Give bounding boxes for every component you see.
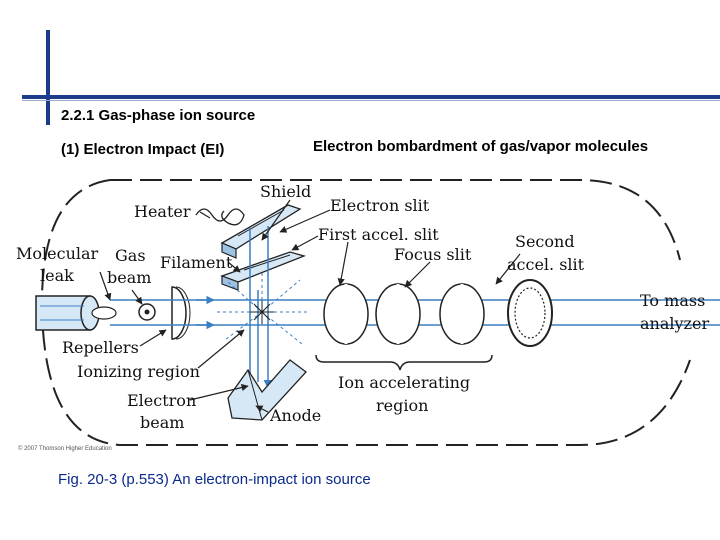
- slide-accent-horizontal: [22, 95, 720, 99]
- ion-beam-arrows: [196, 295, 215, 330]
- figure-caption: Fig. 20-3 (p.553) An electron-impact ion…: [58, 471, 371, 488]
- heater-coil: [195, 208, 245, 226]
- slide-accent-rule: [22, 100, 720, 101]
- label-electron-beam: beam: [140, 413, 184, 432]
- second-accel-ring: [507, 279, 553, 347]
- label-leak: leak: [40, 266, 74, 285]
- ion-accelerating-brace: [315, 354, 493, 371]
- label-beam: beam: [107, 268, 151, 287]
- label-electron-slit: Electron slit: [330, 196, 430, 215]
- label-second: Second: [515, 232, 575, 251]
- label-accel-slit: accel. slit: [507, 255, 585, 274]
- label-gas: Gas: [115, 246, 146, 265]
- focus-plate: [375, 283, 421, 345]
- label-molecular: Molecular: [16, 244, 99, 263]
- slide-subtitle-right: Electron bombardment of gas/vapor molecu…: [313, 138, 649, 155]
- label-first-accel-slit: First accel. slit: [318, 225, 439, 244]
- label-filament: Filament: [160, 253, 233, 272]
- repeller-plate: [171, 286, 187, 340]
- label-ion-accelerating: Ion accelerating: [338, 373, 470, 392]
- slide-accent-vertical: [46, 30, 50, 125]
- first-accel-plate: [323, 283, 369, 345]
- copyright-note: © 2007 Thomson Higher Education: [18, 446, 112, 452]
- label-analyzer: analyzer: [640, 314, 709, 333]
- enclosure-outline: [40, 179, 691, 446]
- anode-trough: [227, 359, 307, 421]
- label-ionizing-region: Ionizing region: [77, 362, 200, 381]
- label-anode: Anode: [269, 406, 321, 425]
- leader-arrows: [99, 199, 521, 413]
- slide-subtitle: (1) Electron Impact (EI): [61, 141, 225, 158]
- label-shield: Shield: [260, 182, 311, 201]
- ionizing-burst-core: [250, 300, 274, 324]
- slide-title: 2.2.1 Gas-phase ion source: [61, 107, 256, 124]
- gas-beam-marker: [138, 303, 156, 321]
- molecular-leak-tube: [35, 295, 117, 331]
- label-heater: Heater: [134, 202, 191, 221]
- third-accel-plate: [439, 283, 485, 345]
- label-repellers: Repellers: [62, 338, 139, 357]
- label-focus-slit: Focus slit: [394, 245, 472, 264]
- label-electron: Electron: [127, 391, 196, 410]
- shield-plate: [220, 204, 302, 259]
- label-region: region: [376, 396, 428, 415]
- label-to-mass: To mass: [640, 291, 705, 310]
